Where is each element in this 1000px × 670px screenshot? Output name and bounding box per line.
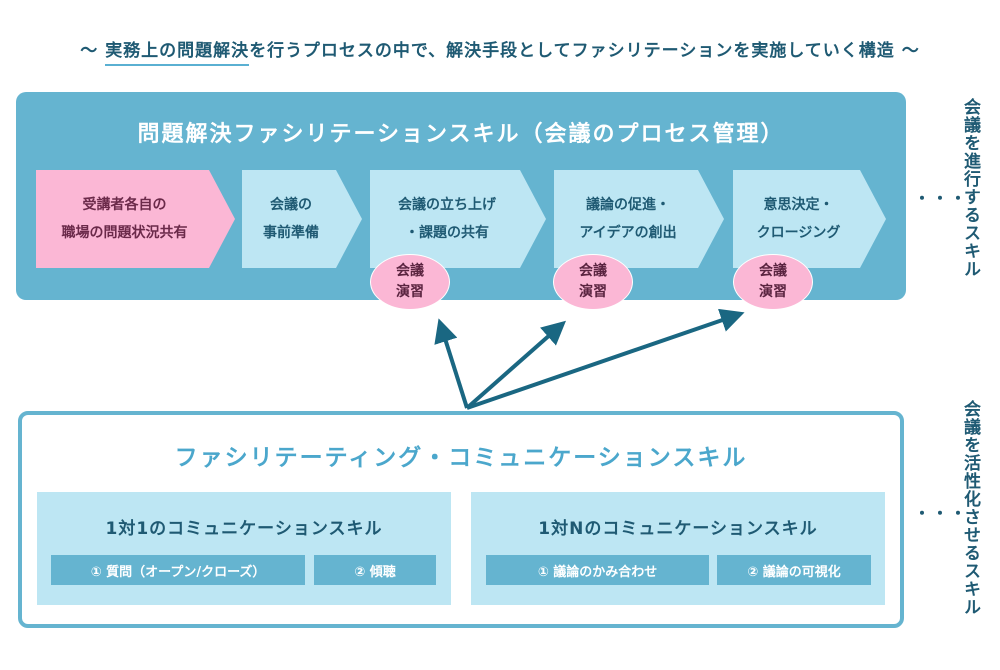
step-line: 議論の促進・: [586, 197, 670, 213]
side-label-activating: 会議を活性化させるスキル: [960, 400, 980, 616]
exercise-line: 演習: [396, 284, 424, 300]
exercise-line: 会議: [759, 263, 787, 279]
step-line: 会議の: [270, 197, 312, 213]
step-line: 受講者各自の: [82, 197, 167, 213]
arrow-to-kickoff: [434, 318, 469, 409]
exercise-line: 会議: [579, 263, 607, 279]
headline-prefix: 〜: [80, 41, 106, 61]
discussion-visualize-item: ② 議論の可視化: [717, 555, 871, 585]
exercise-badge: 会議演習: [370, 254, 450, 310]
one-to-n-title: 1対Nのコミュニケーションスキル: [538, 519, 818, 539]
ellipsis: ・・・: [914, 504, 969, 523]
problem-solving-title: 問題解決ファシリテーションスキル（会議のプロセス管理）: [137, 122, 785, 147]
step-decision: 意思決定・クロージング: [733, 170, 886, 268]
arrow-to-decision: [466, 308, 745, 410]
exercise-badge: 会議演習: [733, 254, 813, 310]
step-line: 意思決定・: [763, 197, 834, 213]
step-line: 職場の問題状況共有: [61, 225, 188, 241]
step-problem-sharing: 受講者各自の職場の問題状況共有: [36, 170, 235, 268]
exercise-line: 演習: [759, 284, 787, 300]
one-to-one-box: 1対1のコミュニケーションスキル ① 質問（オープン/クローズ） ② 傾聴: [37, 492, 451, 605]
step-preparation: 会議の事前準備: [242, 170, 362, 268]
step-line: クロージング: [756, 225, 841, 241]
listening-item: ② 傾聴: [314, 555, 436, 585]
communication-title: ファシリテーティング・コミュニケーションスキル: [174, 445, 748, 471]
discussion-mesh-item: ① 議論のかみ合わせ: [486, 555, 709, 585]
question-item: ① 質問（オープン/クローズ）: [51, 555, 305, 585]
exercise-badge: 会議演習: [553, 254, 633, 310]
one-to-n-box: 1対Nのコミュニケーションスキル ① 議論のかみ合わせ ② 議論の可視化: [471, 492, 885, 605]
step-line: 会議の立ち上げ: [398, 197, 496, 213]
arrow-to-facilitation: [465, 320, 567, 410]
step-line: 事前準備: [263, 225, 319, 241]
side-label-running: 会議を進行するスキル: [960, 98, 980, 278]
exercise-line: 演習: [579, 284, 607, 300]
step-line: ・課題の共有: [405, 225, 489, 241]
step-kickoff: 会議の立ち上げ・課題の共有: [370, 170, 546, 268]
headline: 〜 実務上の問題解決を行うプロセスの中で、解決手段としてファシリテーションを実施…: [0, 36, 1000, 66]
ellipsis: ・・・: [914, 189, 969, 208]
headline-rest: を行うプロセスの中で、解決手段としてファシリテーションを実施していく構造 〜: [249, 41, 920, 61]
exercise-line: 会議: [396, 263, 424, 279]
one-to-one-title: 1対1のコミュニケーションスキル: [105, 519, 383, 539]
step-line: アイデアの創出: [579, 225, 677, 241]
headline-underlined: 実務上の問題解決: [105, 41, 250, 66]
step-facilitation: 議論の促進・アイデアの創出: [554, 170, 724, 268]
